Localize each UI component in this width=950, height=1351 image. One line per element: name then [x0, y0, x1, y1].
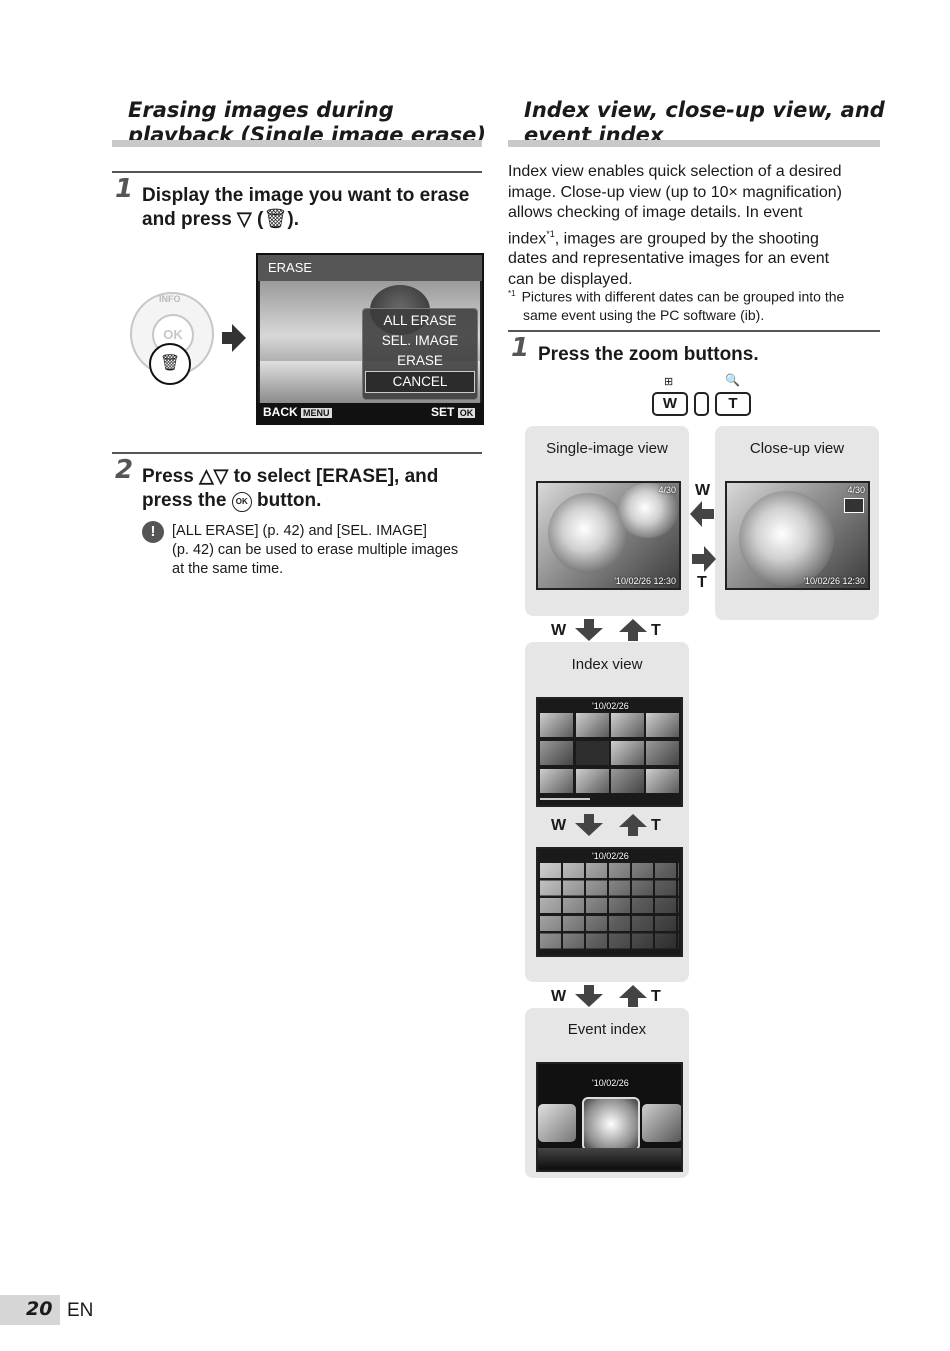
w-label-1: W [551, 622, 567, 639]
event-index-label: Event index [567, 1021, 647, 1038]
back-hint: BACK MENU [263, 405, 332, 419]
left-step1-number: 1 [115, 174, 134, 204]
up-arrow-icon [619, 814, 647, 836]
event-index-screen: '10/02/26 [536, 1062, 683, 1172]
w-label-2: W [551, 817, 567, 834]
zoom-t-button[interactable]: T [715, 392, 751, 416]
erase-screen: ERASE ALL ERASE SEL. IMAGE ERASE CANCEL … [256, 253, 484, 425]
intro-text: Index view enables quick selection of a … [508, 163, 842, 288]
left-step2-number: 2 [115, 455, 134, 485]
left-step2-text: Press △▽ to select [ERASE], and press th… [142, 466, 439, 512]
right-step1-text: Press the zoom buttons. [538, 344, 759, 365]
single-photo-counter: 4/30 [658, 485, 676, 495]
closeup-photo-counter: 4/30 [847, 485, 865, 495]
t-label-2: T [651, 817, 661, 834]
grid-view-icon: ⊞ [664, 376, 674, 388]
page-number-tab [0, 1295, 60, 1325]
down-arrow-icon [575, 985, 603, 1007]
note-text: [ALL ERASE] (p. 42) and [SEL. IMAGE] (p.… [172, 523, 459, 577]
right-step1-number: 1 [511, 333, 530, 363]
single-image-photo: 4/30 '10/02/26 12:30 [536, 481, 681, 590]
caution-icon: ! [142, 521, 164, 543]
closeup-label: Close-up view [749, 440, 845, 457]
right-arrow-icon [222, 324, 246, 352]
language-label: EN [67, 1300, 94, 1321]
menu-key-icon: MENU [301, 408, 332, 418]
left-title-underline [112, 140, 482, 147]
erase-screen-header: ERASE [268, 260, 313, 275]
ok-circle-icon: OK [231, 492, 252, 512]
menu-item-cancel[interactable]: CANCEL [365, 371, 475, 393]
right-arrow-icon [692, 546, 716, 572]
erase-menu: ALL ERASE SEL. IMAGE ERASE CANCEL [362, 308, 478, 400]
zoom-w-button[interactable]: W [652, 392, 688, 416]
magnifier-icon: 🔍 [725, 373, 740, 387]
zoom-lever-icon [694, 392, 709, 416]
trash-icon: 🗑 [263, 209, 288, 230]
menu-item-sel-image[interactable]: SEL. IMAGE [381, 333, 459, 348]
index-date: '10/02/26 [592, 701, 629, 711]
set-hint: SET OK [431, 405, 476, 419]
info-label: INFO [159, 294, 181, 304]
t-label-horizontal: T [697, 574, 707, 591]
index-grid-3x4: '10/02/26 [536, 697, 683, 807]
closeup-photo-date: '10/02/26 12:30 [803, 576, 865, 586]
t-label-1: T [651, 622, 661, 639]
single-photo-date: '10/02/26 12:30 [614, 576, 676, 586]
closeup-photo: 4/30 '10/02/26 12:30 [725, 481, 870, 590]
event-date: '10/02/26 [592, 1078, 629, 1088]
right-step1-rule [508, 330, 880, 332]
down-arrow-icon [575, 814, 603, 836]
w-label-3: W [551, 988, 567, 1005]
up-arrow-icon [619, 619, 647, 641]
left-step2-rule [112, 452, 482, 454]
index-date-2: '10/02/26 [592, 851, 629, 861]
ok-key-icon: OK [457, 408, 476, 418]
page-number: 20 [26, 1298, 53, 1320]
w-label-horizontal: W [695, 482, 711, 499]
trash-button-icon[interactable]: 🗑 [149, 343, 191, 385]
up-arrow-icon [619, 985, 647, 1007]
zoom-position-icon [844, 498, 864, 513]
left-arrow-icon [690, 501, 714, 527]
left-step1-text: Display the image you want to erase and … [142, 185, 470, 230]
menu-item-all-erase[interactable]: ALL ERASE [383, 313, 457, 328]
left-step1-rule [112, 171, 482, 173]
right-title-underline [508, 140, 880, 147]
menu-item-erase[interactable]: ERASE [397, 353, 443, 368]
down-triangle-icon: ▽ [237, 209, 252, 230]
single-image-label: Single-image view [546, 440, 668, 457]
up-down-triangle-icon: △▽ [199, 466, 229, 487]
index-grid-5x6: '10/02/26 [536, 847, 683, 957]
down-arrow-icon [575, 619, 603, 641]
t-label-3: T [651, 988, 661, 1005]
index-view-label: Index view [571, 656, 643, 673]
